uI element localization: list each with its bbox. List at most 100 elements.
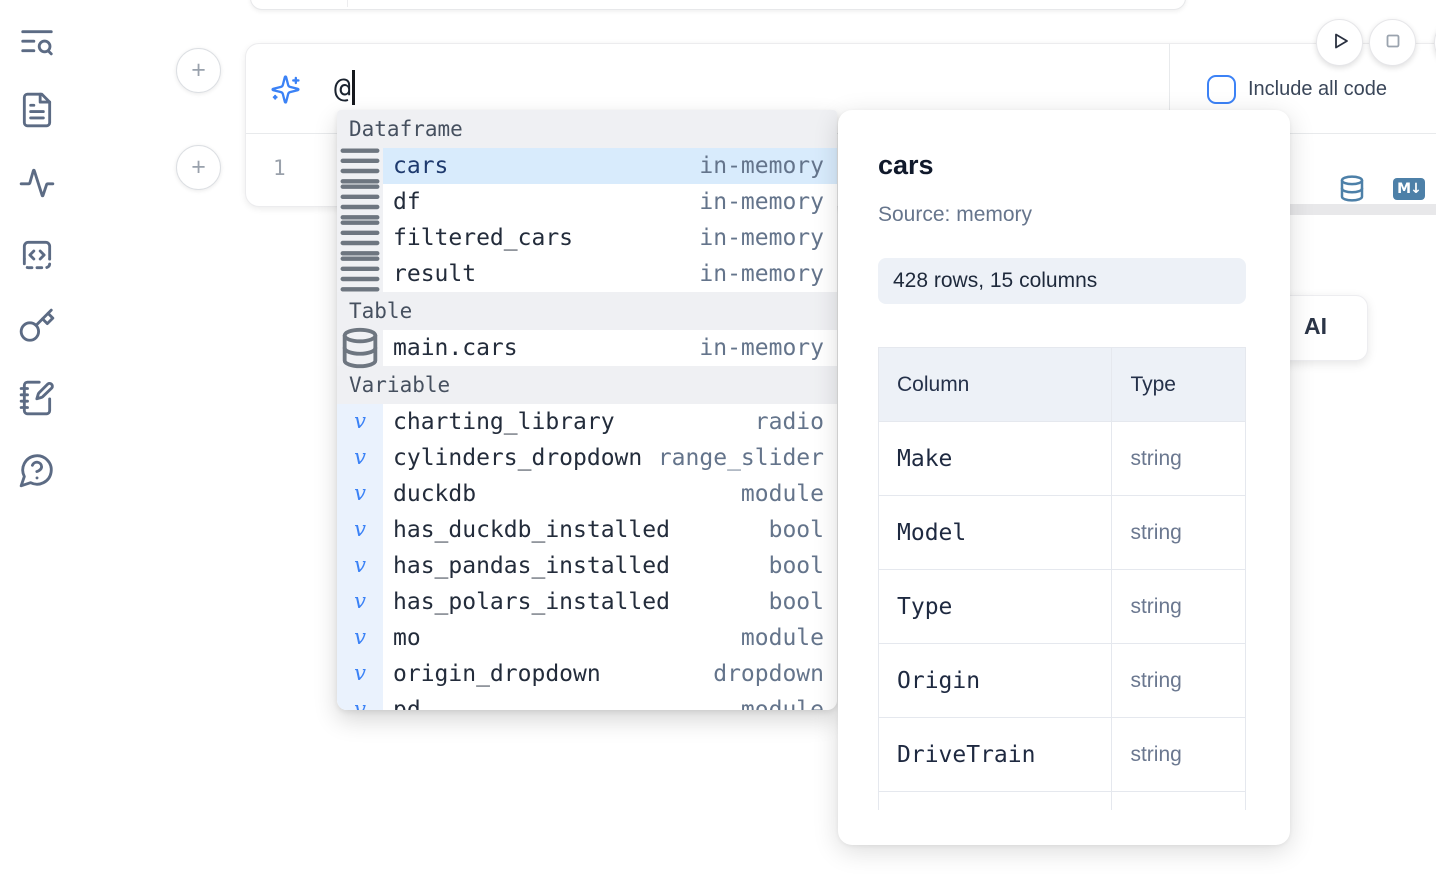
- add-cell-above-button[interactable]: +: [176, 48, 221, 93]
- schema-table: Column Type Make string Model string Typ…: [878, 347, 1246, 810]
- schema-column-type: string: [1111, 421, 1246, 496]
- sparkles-icon: [270, 74, 301, 105]
- schema-header-type: Type: [1111, 347, 1246, 422]
- autocomplete-item[interactable]: result in-memory: [337, 256, 837, 292]
- autocomplete-item-name: has_duckdb_installed: [393, 517, 670, 543]
- text-search-icon[interactable]: [18, 23, 56, 61]
- run-cell-button[interactable]: [1316, 19, 1363, 66]
- autocomplete-item-name: charting_library: [393, 409, 615, 435]
- autocomplete-item[interactable]: main.cars in-memory: [337, 327, 837, 369]
- schema-row: Origin string: [878, 643, 1246, 718]
- ai-prompt-value: @: [334, 71, 351, 104]
- autocomplete-item[interactable]: v has_duckdb_installed bool: [337, 512, 837, 548]
- autocomplete-item[interactable]: v cylinders_dropdown range_slider: [337, 440, 837, 476]
- variable-icon: v: [354, 481, 366, 505]
- code-box-icon[interactable]: [18, 236, 56, 274]
- ai-prompt-input[interactable]: @: [334, 70, 355, 105]
- variable-icon: v: [354, 589, 366, 613]
- schema-header-column: Column: [878, 347, 1113, 422]
- autocomplete-item[interactable]: cars in-memory: [337, 148, 837, 184]
- schema-row: Model string: [878, 495, 1246, 570]
- variable-icon: v: [354, 445, 366, 469]
- stop-button[interactable]: [1369, 19, 1416, 66]
- autocomplete-item-name: has_polars_installed: [393, 589, 670, 615]
- schema-column-type: [1111, 791, 1246, 810]
- autocomplete-item-name: df: [393, 189, 421, 215]
- autocomplete-item-name: origin_dropdown: [393, 661, 601, 687]
- text-cursor: [351, 70, 355, 105]
- variable-icon: v: [354, 697, 366, 711]
- variable-icon: v: [354, 409, 366, 433]
- help-chat-icon[interactable]: [18, 451, 56, 489]
- database-icon: [337, 325, 383, 371]
- schema-column-type: string: [1111, 495, 1246, 570]
- autocomplete-section-header: Dataframe: [337, 110, 837, 148]
- autocomplete-item-type: range_slider: [657, 445, 824, 471]
- autocomplete-item-type: in-memory: [699, 261, 824, 287]
- autocomplete-item-name: pd: [393, 697, 421, 710]
- autocomplete-item-type: radio: [754, 409, 824, 435]
- autocomplete-item[interactable]: v origin_dropdown dropdown: [337, 656, 837, 692]
- autocomplete-item-type: module: [740, 697, 824, 710]
- autocomplete-item-type: in-memory: [699, 225, 824, 251]
- previous-cell-divider: [347, 0, 348, 7]
- autocomplete-item-type: bool: [768, 517, 824, 543]
- schema-column-name: DriveTrain: [878, 717, 1113, 792]
- rows-icon: [337, 179, 383, 225]
- schema-column-type: string: [1111, 569, 1246, 644]
- schema-column-name: Model: [878, 495, 1113, 570]
- autocomplete-item[interactable]: v mo module: [337, 620, 837, 656]
- autocomplete-dropdown: Dataframe cars in-memory df in-memory fi…: [337, 110, 837, 710]
- ai-options-pane: Include all code: [1169, 44, 1436, 134]
- autocomplete-item-type: module: [740, 625, 824, 651]
- autocomplete-item-name: main.cars: [393, 335, 518, 361]
- variable-icon: v: [354, 625, 366, 649]
- autocomplete-section-header: Table: [337, 292, 837, 330]
- play-icon: [1328, 29, 1352, 56]
- schema-column-name: Type: [878, 569, 1113, 644]
- variable-icon: v: [354, 517, 366, 541]
- previous-cell-remnant: [250, 0, 1186, 10]
- autocomplete-item[interactable]: df in-memory: [337, 184, 837, 220]
- autocomplete-item-type: module: [740, 481, 824, 507]
- schema-row: DriveTrain string: [878, 717, 1246, 792]
- database-icon[interactable]: [1337, 173, 1367, 204]
- autocomplete-item[interactable]: v pd module: [337, 692, 837, 710]
- autocomplete-item-type: in-memory: [699, 189, 824, 215]
- key-icon[interactable]: [18, 307, 56, 345]
- preview-source: Source: memory: [878, 203, 1033, 226]
- autocomplete-item-type: bool: [768, 553, 824, 579]
- markdown-icon[interactable]: M↓: [1393, 178, 1425, 200]
- autocomplete-item-name: duckdb: [393, 481, 477, 507]
- include-all-code-label: Include all code: [1248, 78, 1387, 100]
- notebook-pen-icon[interactable]: [18, 379, 56, 417]
- schema-row: Make string: [878, 421, 1246, 496]
- autocomplete-item[interactable]: v duckdb module: [337, 476, 837, 512]
- schema-header-row: Column Type: [878, 347, 1246, 422]
- add-cell-below-button[interactable]: +: [176, 145, 221, 190]
- schema-column-type: string: [1111, 643, 1246, 718]
- sidebar: [0, 0, 80, 874]
- autocomplete-item[interactable]: v has_pandas_installed bool: [337, 548, 837, 584]
- autocomplete-item-name: result: [393, 261, 477, 287]
- schema-column-name: Make: [878, 421, 1113, 496]
- schema-column-type: string: [1111, 717, 1246, 792]
- preview-stats-badge: 428 rows, 15 columns: [878, 258, 1246, 304]
- rows-icon: [337, 215, 383, 261]
- autocomplete-item-type: in-memory: [699, 335, 824, 361]
- activity-icon[interactable]: [18, 164, 56, 202]
- autocomplete-item-name: filtered_cars: [393, 225, 574, 251]
- autocomplete-item-name: cars: [393, 153, 449, 179]
- autocomplete-item[interactable]: v charting_library radio: [337, 404, 837, 440]
- autocomplete-item-name: cylinders_dropdown: [393, 445, 643, 471]
- variable-icon: v: [354, 661, 366, 685]
- autocomplete-item-name: has_pandas_installed: [393, 553, 670, 579]
- autocomplete-item-type: bool: [768, 589, 824, 615]
- autocomplete-item[interactable]: filtered_cars in-memory: [337, 220, 837, 256]
- rows-icon: [337, 251, 383, 297]
- schema-column-name: [878, 791, 1113, 810]
- file-text-icon[interactable]: [18, 91, 56, 129]
- include-all-code-checkbox[interactable]: [1207, 75, 1236, 104]
- autocomplete-item[interactable]: v has_polars_installed bool: [337, 584, 837, 620]
- generate-with-ai-label: AI: [1304, 313, 1327, 339]
